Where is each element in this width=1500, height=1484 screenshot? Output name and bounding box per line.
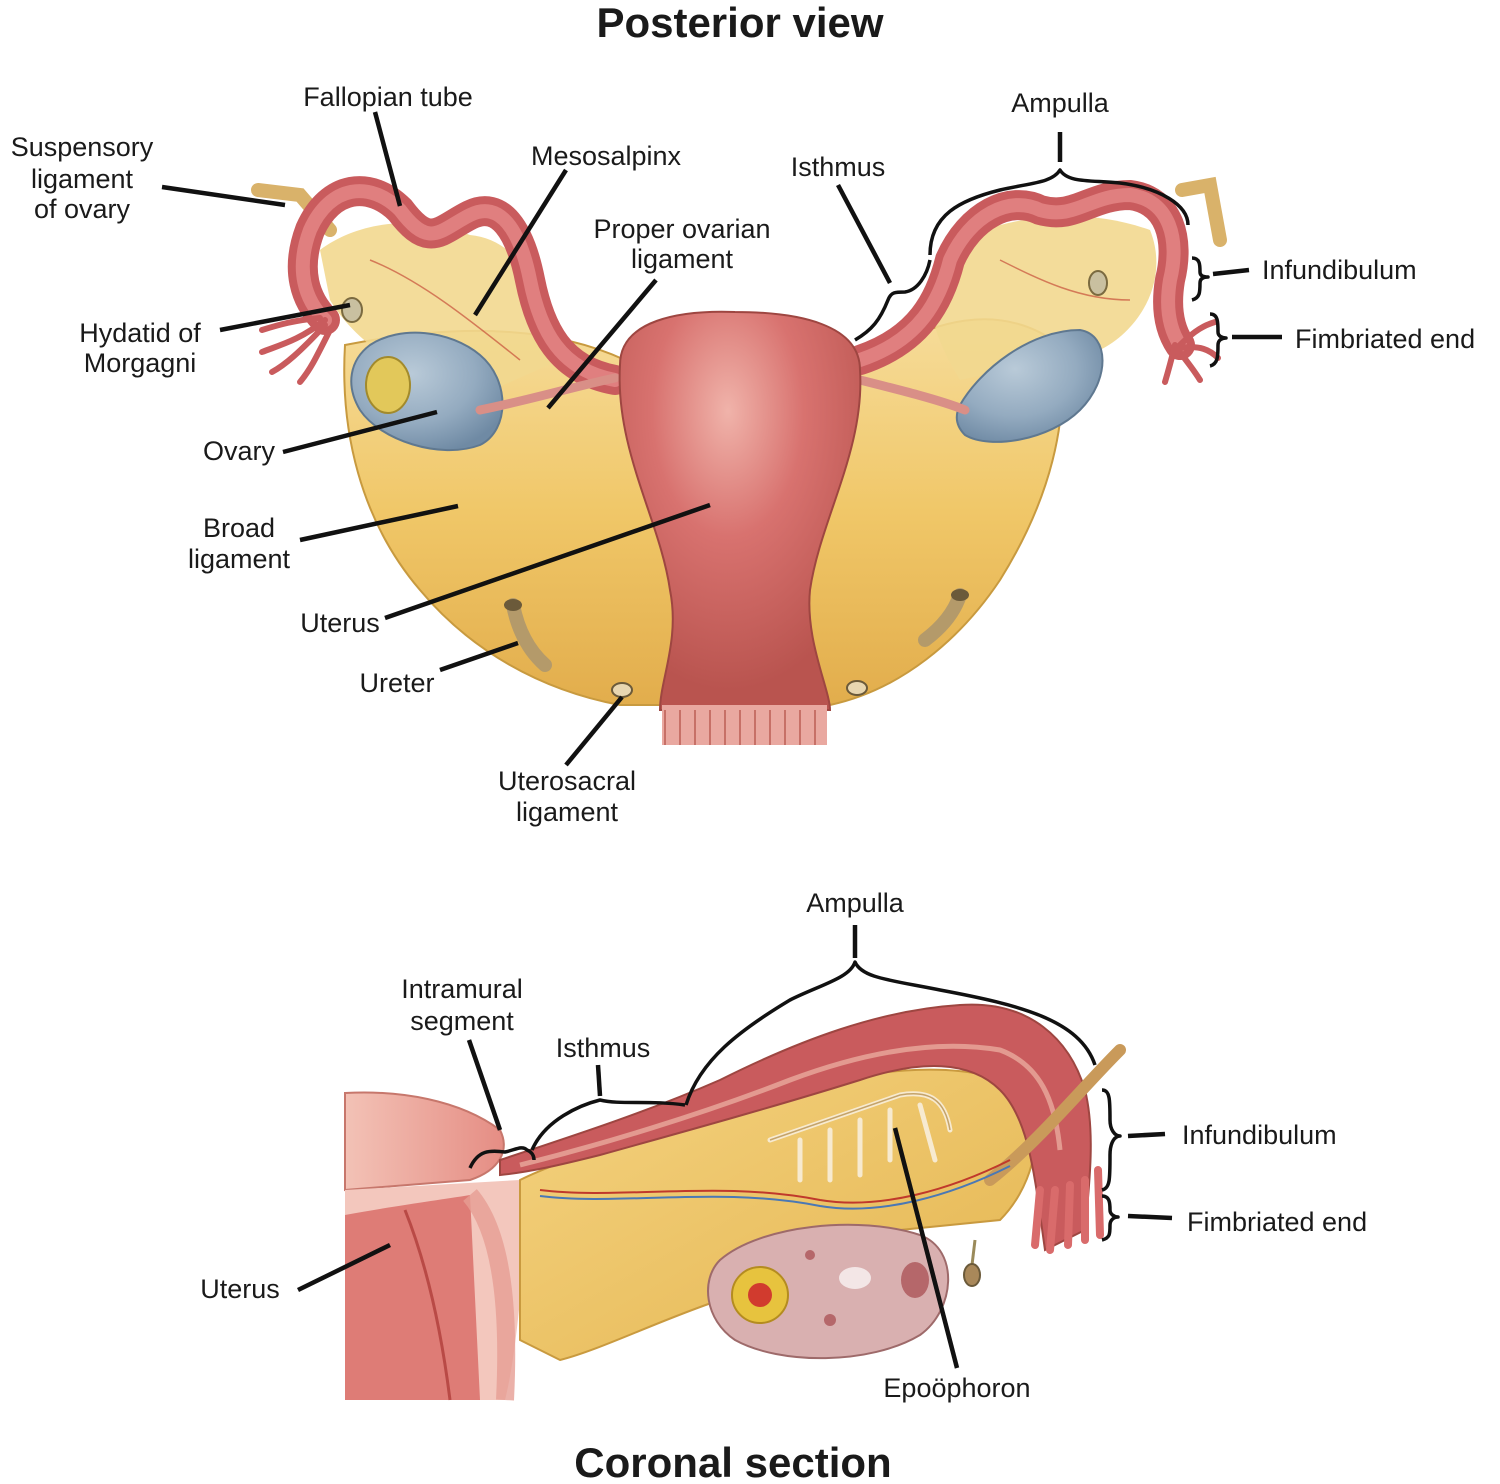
label-fallopian-tube: Fallopian tube — [303, 82, 473, 112]
label-hydatid-2: Morgagni — [84, 348, 197, 378]
label-mesosalpinx: Mesosalpinx — [531, 141, 682, 171]
label-proper-ovarian-2: ligament — [631, 244, 734, 274]
label-hydatid-1: Hydatid of — [79, 318, 201, 348]
label-uterus-top: Uterus — [300, 608, 380, 638]
posterior-view-illustration — [251, 176, 1227, 745]
label-infundibulum-bottom: Infundibulum — [1182, 1120, 1337, 1150]
label-ovary: Ovary — [203, 436, 276, 466]
label-uterosacral-1: Uterosacral — [498, 766, 636, 796]
label-proper-ovarian-1: Proper ovarian — [593, 214, 770, 244]
heading-coronal-section: Coronal section — [574, 1439, 891, 1484]
label-fimbriated-end-bottom: Fimbriated end — [1187, 1207, 1367, 1237]
coronal-braces — [468, 960, 1122, 1242]
label-ureter: Ureter — [359, 668, 434, 698]
label-ampulla-bottom: Ampulla — [806, 888, 905, 918]
label-broad-2: ligament — [188, 544, 291, 574]
posterior-labels: Fallopian tube Ampulla Suspensory ligame… — [11, 82, 1475, 827]
label-fimbriated-end-top: Fimbriated end — [1295, 324, 1475, 354]
uterus-shape — [618, 310, 862, 711]
heading-posterior-view: Posterior view — [596, 0, 883, 46]
label-suspensory-3: of ovary — [34, 194, 131, 224]
label-uterus-bottom: Uterus — [200, 1274, 280, 1304]
label-ampulla-top: Ampulla — [1011, 88, 1110, 118]
label-isthmus-top: Isthmus — [791, 152, 886, 182]
right-ovary-shape — [955, 328, 1104, 443]
posterior-leader-lines — [161, 111, 1282, 767]
label-suspensory-1: Suspensory — [11, 132, 154, 162]
label-broad-1: Broad — [203, 513, 275, 543]
label-isthmus-bottom: Isthmus — [556, 1033, 651, 1063]
coronal-section-illustration — [344, 1003, 1126, 1401]
coronal-labels: Ampulla Intramural segment Isthmus Infun… — [200, 888, 1367, 1403]
label-epoophoron: Epoöphoron — [883, 1373, 1030, 1403]
posterior-braces — [854, 168, 1228, 368]
label-intramural-2: segment — [410, 1006, 514, 1036]
label-intramural-1: Intramural — [401, 974, 523, 1004]
label-infundibulum-top: Infundibulum — [1262, 255, 1417, 285]
coronal-leader-lines — [297, 925, 1173, 1369]
label-uterosacral-2: ligament — [516, 797, 619, 827]
uterine-wall-upper — [344, 1091, 505, 1192]
coronal-ovary — [707, 1223, 950, 1360]
label-suspensory-2: ligament — [31, 164, 134, 194]
